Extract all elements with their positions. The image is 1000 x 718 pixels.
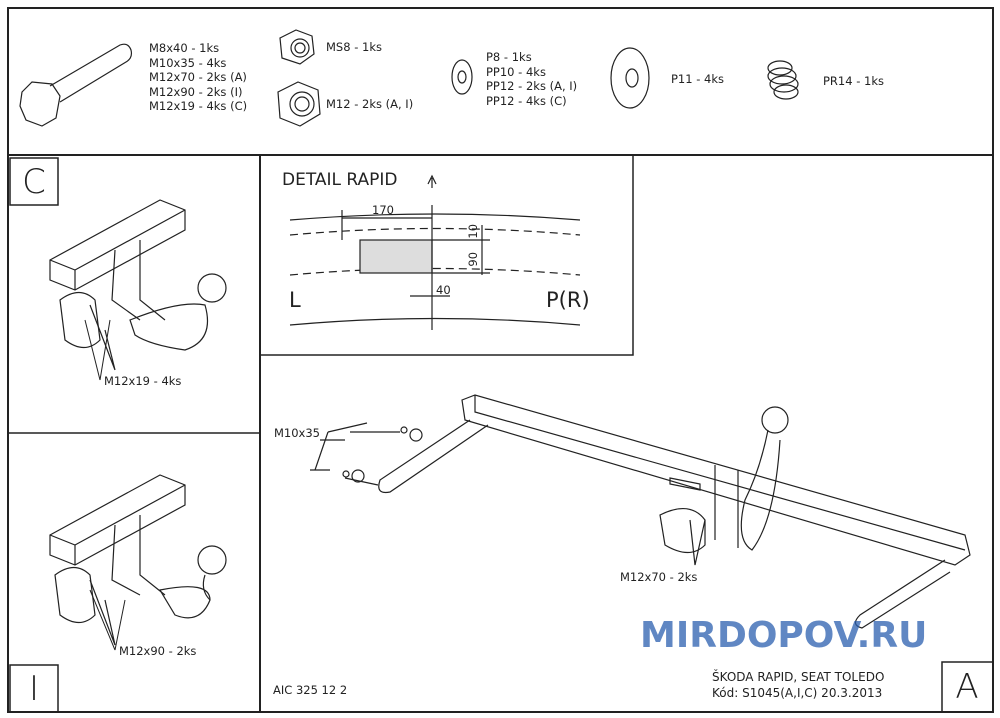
- dim-40: 40: [436, 283, 451, 297]
- detail-frame: [259, 154, 634, 356]
- washer-item: P8 - 1ks: [486, 50, 532, 64]
- dim-170: 170: [372, 203, 394, 217]
- product-code: Kód: S1045(A,I,C) 20.3.2013: [712, 686, 883, 700]
- washer-icon: [451, 59, 473, 95]
- bolt-item: M10x35 - 4ks: [149, 55, 227, 70]
- detail-title: DETAIL RAPID: [282, 170, 398, 190]
- variant-c-bolts: M12x19 - 4ks: [104, 374, 182, 388]
- drawing-number: AIC 325 12 2: [273, 683, 348, 697]
- left-side-label: L: [289, 288, 301, 312]
- nut-m12-label: M12 - 2ks (A, I): [326, 97, 414, 111]
- bolt-item: M12x19 - 4ks (C): [149, 99, 248, 113]
- a-bolts-label: M12x70 - 2ks: [620, 570, 698, 584]
- vehicle-model: ŠKODA RAPID, SEAT TOLEDO: [712, 670, 885, 684]
- large-washer-icon: [610, 47, 650, 109]
- washer-item: PP12 - 4ks (C): [486, 93, 567, 108]
- bolt-item: M8x40 - 1ks: [149, 41, 220, 55]
- dim-10: 10: [466, 223, 481, 239]
- bolt-list: M8x40 - 1ks M10x35 - 4ks M12x70 - 2ks (A…: [149, 41, 247, 114]
- variant-i-bolts: M12x90 - 2ks: [119, 644, 197, 658]
- variant-i-drawing: [49, 474, 227, 646]
- detail-rapid-drawing: [289, 174, 581, 330]
- washer-list: P8 - 1ks PP10 - 4ks PP12 - 2ks (A, I) PP…: [486, 50, 577, 108]
- bolt-callout: M10x35: [274, 426, 320, 440]
- washer-p11-label: P11 - 4ks: [671, 72, 724, 86]
- right-side-label: P(R): [546, 288, 590, 312]
- washer-item: PP10 - 4ks: [486, 64, 546, 79]
- nut-ms8-label: MS8 - 1ks: [326, 40, 382, 54]
- outer-frame: [7, 7, 994, 713]
- spring-label: PR14 - 1ks: [823, 74, 884, 88]
- variant-i-label: I: [28, 669, 40, 709]
- bolt-item: M12x90 - 2ks (I): [149, 84, 243, 99]
- variant-c-label: C: [22, 162, 46, 202]
- variant-a-label: A: [955, 667, 979, 707]
- main-tow-bar-drawing: [310, 394, 971, 629]
- watermark: MIRDOPOV.RU: [640, 615, 928, 656]
- dim-90: 90: [466, 251, 481, 267]
- nut-ms8-icon: [279, 29, 315, 65]
- washer-item: PP12 - 2ks (A, I): [486, 79, 578, 93]
- variant-c-drawing: [49, 199, 227, 371]
- spring-icon: [767, 60, 799, 100]
- bolt-icon: [19, 43, 133, 127]
- bolt-item: M12x70 - 2ks (A): [149, 70, 247, 84]
- nut-m12-icon: [277, 81, 321, 127]
